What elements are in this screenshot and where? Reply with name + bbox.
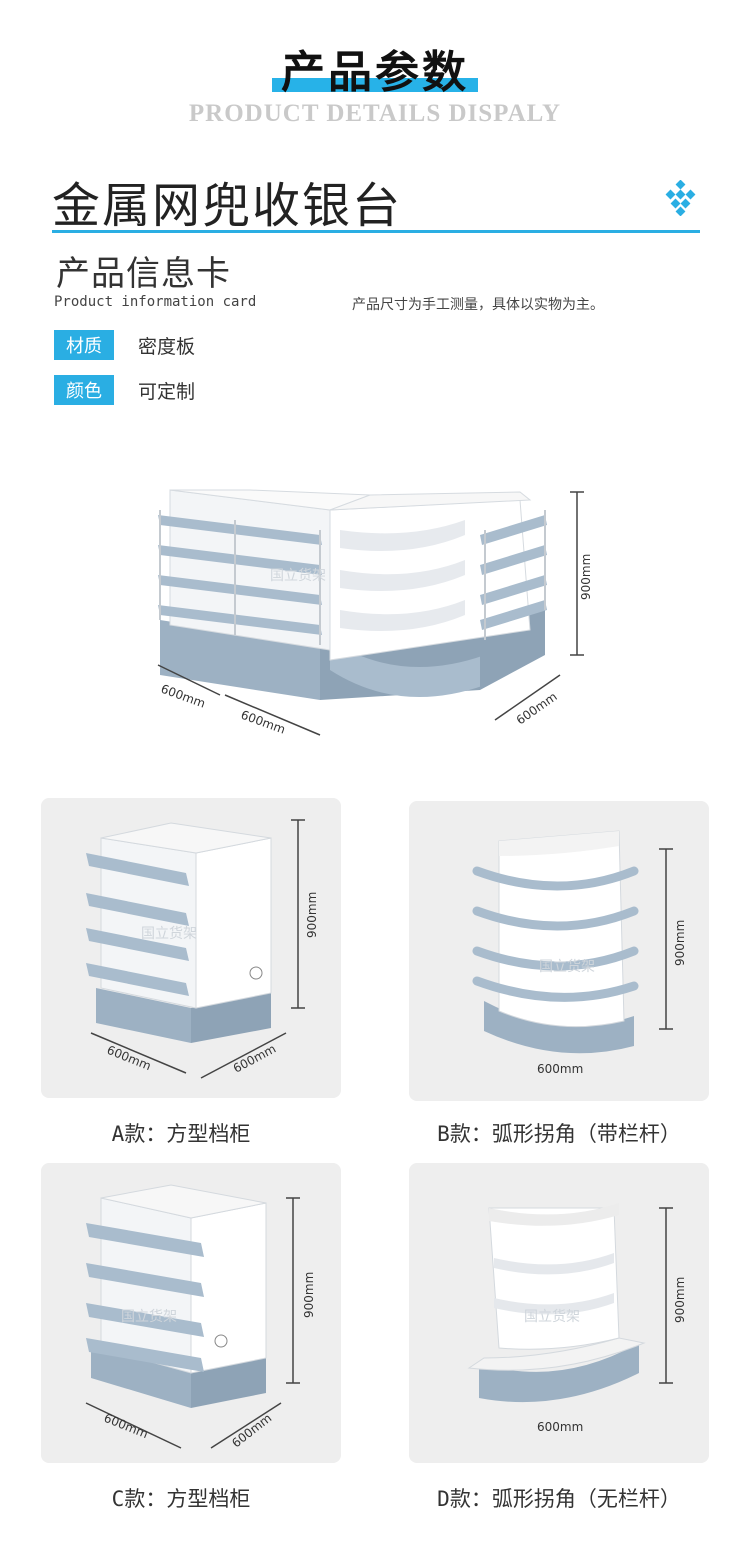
variant-caption-a: A款：方型档柜 [111,1122,251,1146]
measurement-note: 产品尺寸为手工测量，具体以实物为主。 [352,297,604,313]
dim-depth-label: 600mm [105,1043,153,1073]
watermark-text: 国立货架 [270,567,326,584]
spec-value: 密度板 [138,335,196,358]
title-underline-bar [272,78,478,92]
watermark-text: 国立货架 [141,925,197,942]
dim-height-label: 900mm [673,920,687,966]
main-product-image: 国立货架 900mm 600mm 600mm 600mm [157,489,593,737]
dim-width-label: 600mm [229,1411,274,1451]
dim-height-label: 900mm [673,1277,687,1323]
variant-a-image: 国立货架 900mm 600mm 600mm [86,819,319,1079]
dim-height-label: 900mm [305,892,319,938]
product-name: 金属网兜收银台 [52,178,403,234]
spec-value: 可定制 [138,380,196,403]
info-card-subtitle: Product information card [54,294,257,310]
variant-caption-c: C款：方型档柜 [111,1487,251,1511]
title-divider [52,230,700,233]
dim-width-label: 600mm [537,1062,583,1076]
section-subtitle: PRODUCT DETAILS DISPALY [188,100,562,127]
variant-card-a: 国立货架 900mm 600mm 600mm [41,798,341,1098]
watermark-text: 国立货架 [524,1308,580,1325]
spec-label: 材质 [54,330,114,360]
variant-c-image: 国立货架 900mm 600mm 600mm [85,1184,316,1451]
spec-label: 颜色 [54,375,114,405]
section-header: 产品参数 [0,36,750,100]
variant-caption-d: D款：弧形拐角（无栏杆） [437,1487,681,1511]
dim-depth-label: 600mm [102,1411,150,1441]
variant-card-c: 国立货架 900mm 600mm 600mm [41,1163,341,1463]
variant-b-image: 国立货架 900mm 600mm [472,830,687,1076]
dim-height-label: 900mm [579,554,593,600]
watermark-text: 国立货架 [539,958,595,975]
dim-height-label: 900mm [302,1272,316,1318]
variant-card-d: 国立货架 900mm 600mm [409,1163,709,1463]
variant-d-image: 国立货架 900mm 600mm [467,1203,687,1434]
dim-width-right-label: 600mm [514,689,560,727]
section-title: 产品参数 [281,47,469,98]
variant-card-b: 国立货架 900mm 600mm [409,801,709,1101]
dim-width-label: 600mm [239,708,287,737]
spec-row-material: 材质 密度板 [54,330,195,360]
spec-row-color: 颜色 可定制 [54,375,195,405]
dim-width-label: 600mm [537,1420,583,1434]
variant-caption-b: B款：弧形拐角（带栏杆） [437,1122,681,1146]
watermark-text: 国立货架 [121,1308,177,1325]
dim-width-label: 600mm [231,1042,278,1076]
diamond-dots-icon [665,180,696,216]
info-card-title: 产品信息卡 [56,254,231,294]
